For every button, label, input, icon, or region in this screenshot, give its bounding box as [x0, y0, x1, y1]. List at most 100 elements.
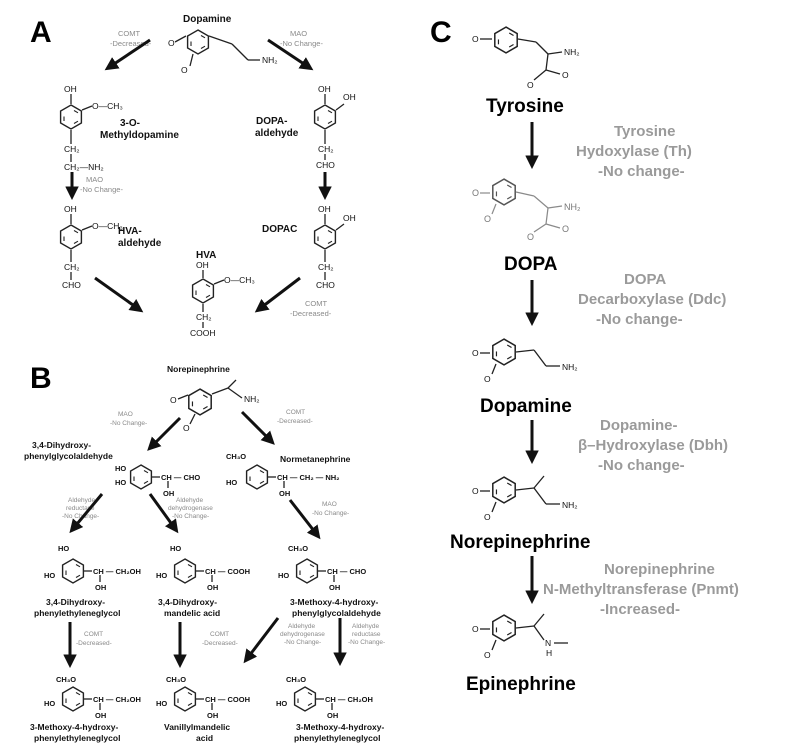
svg-text:OH: OH — [163, 489, 174, 498]
svg-text:COOH: COOH — [190, 328, 216, 338]
svg-text:reductase: reductase — [66, 505, 95, 512]
svg-text:N: N — [545, 638, 551, 648]
svg-text:HO: HO — [278, 571, 289, 580]
svg-text:OH: OH — [279, 489, 290, 498]
hva-label: HVA — [196, 250, 216, 261]
svg-text:H: H — [546, 648, 552, 658]
dopamine-c-label: Dopamine — [480, 396, 572, 417]
svg-text:OH: OH — [64, 204, 77, 214]
svg-text:Norepinephrine: Norepinephrine — [604, 561, 715, 578]
svg-text:O: O — [472, 624, 479, 634]
3-o-methyldopamine-structure: OH O—CH₃ CH₂ CH₂—NH₂ 3-O- Methyldopamine — [59, 84, 179, 172]
panel-b: B Norepinephrine NH₂ O O MAO -No Change-… — [24, 362, 385, 743]
svg-text:OH: OH — [64, 84, 77, 94]
svg-text:β–Hydroxylase (Dbh): β–Hydroxylase (Dbh) — [578, 437, 728, 454]
arrow-dhpgald-to-dhma — [148, 493, 179, 534]
svg-text:HO: HO — [170, 544, 181, 553]
svg-text:O: O — [484, 512, 491, 522]
svg-text:Aldehyde: Aldehyde — [68, 497, 95, 504]
svg-text:CHO: CHO — [62, 280, 81, 290]
svg-text:O: O — [472, 34, 479, 44]
vma-structure: CH₃O HO CH — COOH OH Vanillylmandelic ac… — [156, 675, 250, 743]
dopamine-label: Dopamine — [183, 14, 232, 25]
svg-text:MAO: MAO — [322, 501, 337, 508]
dopa-aldehyde-structure: OH OH CH₂ CHO DOPA- aldehyde — [255, 84, 356, 170]
svg-text:O—CH₃: O—CH₃ — [92, 101, 123, 111]
svg-text:OH: OH — [318, 204, 331, 214]
svg-text:COMT: COMT — [286, 409, 305, 416]
arrow-dopamine-to-3omd — [104, 38, 151, 71]
svg-text:COMT: COMT — [84, 631, 103, 638]
svg-text:CH — CHO: CH — CHO — [327, 567, 366, 576]
svg-text:HO: HO — [44, 699, 55, 708]
svg-text:Tyrosine: Tyrosine — [614, 123, 675, 140]
svg-text:HO: HO — [44, 571, 55, 580]
svg-text:O: O — [527, 80, 534, 90]
svg-text:NH₂: NH₂ — [562, 500, 578, 510]
svg-text:Aldehyde: Aldehyde — [176, 497, 203, 504]
svg-text:OH: OH — [95, 711, 106, 720]
svg-text:phenylethyleneglycol: phenylethyleneglycol — [294, 733, 380, 743]
svg-text:NH₂: NH₂ — [562, 362, 578, 372]
dopa-label: DOPA — [504, 254, 558, 275]
svg-text:OH: OH — [329, 583, 340, 592]
svg-text:-Decreased-: -Decreased- — [76, 640, 112, 647]
svg-text:CH₃O: CH₃O — [56, 675, 76, 684]
svg-text:-No change-: -No change- — [596, 311, 683, 328]
svg-text:HO: HO — [115, 464, 126, 473]
svg-text:OH: OH — [343, 213, 356, 223]
svg-text:-No Change-: -No Change- — [312, 510, 349, 517]
svg-text:3-Methoxy-4-hydroxy-: 3-Methoxy-4-hydroxy- — [290, 597, 378, 607]
dhma-structure: HO HO CH — COOH OH 3,4-Dihydroxy- mandel… — [156, 544, 250, 618]
svg-text:O: O — [527, 232, 534, 242]
svg-text:CH₂: CH₂ — [64, 144, 80, 154]
norepinephrine-c-label: Norepinephrine — [450, 532, 590, 553]
svg-text:O: O — [484, 374, 491, 384]
dopal-label-2: aldehyde — [255, 128, 299, 139]
svg-text:Aldehyde: Aldehyde — [352, 623, 379, 630]
arrow-dopamine-to-dopal — [267, 38, 314, 71]
arrow-dopac-to-hva — [254, 276, 301, 313]
dopal-label-1: DOPA- — [256, 116, 287, 127]
mao-status-a2: -No Change- — [80, 185, 123, 194]
svg-text:MAO: MAO — [118, 411, 133, 418]
dhpg-aldehyde-structure: 3,4-Dihydroxy- phenylglycolaldehyde HO H… — [24, 440, 200, 498]
svg-text:3-Methoxy-4-hydroxy-: 3-Methoxy-4-hydroxy- — [296, 722, 384, 732]
dopamine-o1: O — [168, 38, 175, 48]
svg-text:HO: HO — [226, 478, 237, 487]
svg-text:-Increased-: -Increased- — [600, 601, 680, 618]
svg-text:-No change-: -No change- — [598, 163, 685, 180]
dopac-structure: OH OH CH₂ CHO DOPAC — [262, 204, 356, 290]
comt-label-a2: COMT — [305, 299, 327, 308]
norepinephrine-structure-c: O O NH₂ — [472, 475, 578, 522]
hvaald-label-2: aldehyde — [118, 238, 162, 249]
svg-text:O: O — [562, 70, 569, 80]
dopamine-o2: O — [181, 65, 188, 75]
svg-text:CH — CHO: CH — CHO — [161, 473, 200, 482]
tyrosine-label: Tyrosine — [486, 96, 564, 117]
svg-text:NH₂: NH₂ — [564, 47, 580, 57]
mhpg-left-structure: CH₃O HO CH — CH₂OH OH 3-Methoxy-4-hydrox… — [30, 675, 141, 743]
svg-text:CH₂: CH₂ — [196, 312, 212, 322]
svg-text:CH — COOH: CH — COOH — [205, 695, 250, 704]
svg-text:-Decreased-: -Decreased- — [202, 640, 238, 647]
dopa-structure: O O NH₂ O O — [472, 178, 581, 242]
panel-c: C O NH₂ O O Tyrosine Tyrosine Hydoxylase… — [430, 16, 739, 695]
svg-text:mandelic acid: mandelic acid — [164, 608, 220, 618]
svg-text:phenylethyleneglycol: phenylethyleneglycol — [34, 608, 120, 618]
svg-text:HO: HO — [58, 544, 69, 553]
arrow-nmn-to-mhpgald — [288, 499, 321, 540]
arrow-hvaald-to-hva — [94, 276, 144, 313]
svg-text:HO: HO — [115, 478, 126, 487]
svg-text:CH — CH₂OH: CH — CH₂OH — [93, 695, 141, 704]
svg-text:NH₂: NH₂ — [244, 394, 260, 404]
svg-text:-No Change-: -No Change- — [110, 420, 147, 427]
svg-text:acid: acid — [196, 733, 213, 743]
3omd-label-1: 3-O- — [120, 118, 140, 129]
svg-text:Normetanephrine: Normetanephrine — [280, 454, 351, 464]
mhpg-aldehyde-structure: CH₃O HO CH — CHO OH 3-Methoxy-4-hydroxy-… — [278, 544, 381, 618]
svg-text:phenylglycolaldehyde: phenylglycolaldehyde — [292, 608, 381, 618]
panel-a: A Dopamine NH₂ O O COMT -Decreased- MAO … — [30, 14, 356, 338]
arrow-ne-to-nmn — [240, 410, 275, 445]
panel-a-label: A — [30, 16, 52, 49]
